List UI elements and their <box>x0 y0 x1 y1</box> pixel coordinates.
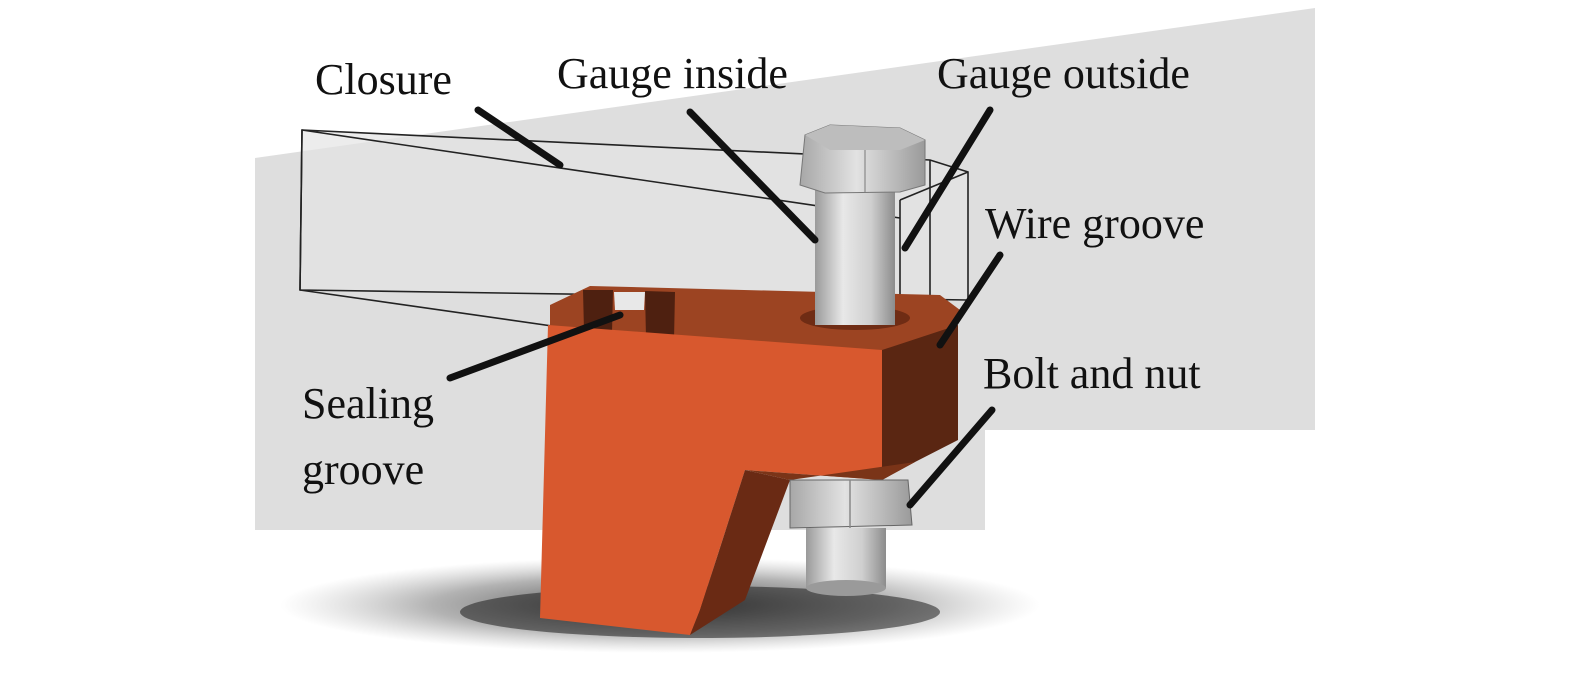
bolt-upper-shank <box>815 190 895 325</box>
bolt-lower-end <box>806 580 886 596</box>
label-bolt-and-nut: Bolt and nut <box>983 349 1201 398</box>
clamp-front-face <box>540 325 882 635</box>
clamp-leg-side <box>690 470 790 635</box>
sealing-groove-cut-2 <box>645 291 675 340</box>
label-sealing-groove-line2: groove <box>302 445 425 494</box>
leader-gauge-outside <box>901 106 994 252</box>
groove-relief <box>614 292 645 310</box>
bolt-lower-shank <box>806 528 886 588</box>
label-sealing-groove-line1: Sealing <box>302 379 434 428</box>
leader-bolt-and-nut <box>906 406 996 509</box>
clamp-side-face <box>882 325 958 480</box>
leader-closure <box>474 106 564 169</box>
nut <box>789 479 913 529</box>
bolt-head-top <box>805 125 925 150</box>
leader-sealing-groove <box>446 311 624 382</box>
clamp-underside <box>745 462 915 480</box>
leader-wire-groove <box>936 251 1004 349</box>
label-gauge-outside: Gauge outside <box>937 49 1190 98</box>
leader-gauge-inside <box>686 108 819 244</box>
label-gauge-inside: Gauge inside <box>557 49 788 98</box>
leader-lines <box>446 106 1004 509</box>
label-wire-groove: Wire groove <box>985 199 1205 248</box>
label-closure: Closure <box>315 55 452 104</box>
